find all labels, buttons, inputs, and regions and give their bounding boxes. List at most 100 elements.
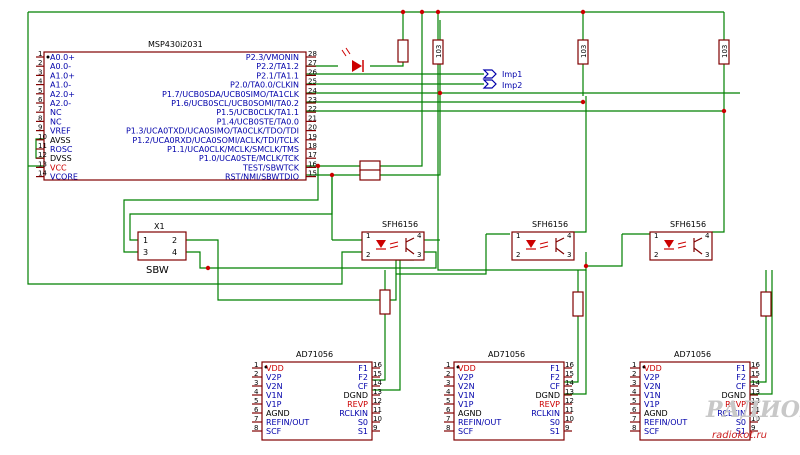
ad-pin-num: 7: [446, 415, 450, 423]
mcu-pin-label: A0.0+: [50, 53, 75, 62]
mcu-name: MSP430i2031: [148, 40, 203, 49]
ad-pin-num: 10: [373, 415, 382, 423]
opto-name: SFH6156: [532, 220, 568, 229]
ad-pin-num: 3: [446, 379, 450, 387]
ad-pin-num: 12: [751, 397, 760, 405]
ad-pin-num: 9: [751, 424, 755, 432]
ad-pin-label: DGND: [721, 391, 746, 400]
ad-pin-num: 5: [254, 397, 258, 405]
ad-pin-label: DGND: [535, 391, 560, 400]
svg-text:3: 3: [567, 251, 571, 259]
mcu-pin-label: A2.0-: [50, 99, 71, 108]
mcu-pin-num: 1: [38, 50, 42, 58]
ad-pin-label: SCF: [266, 427, 282, 436]
ad-pin-num: 7: [254, 415, 258, 423]
mcu-pin-label: A1.0-: [50, 81, 71, 90]
mcu-pin-label: P2.2/TA1.2: [256, 62, 299, 71]
ad-pin-num: 3: [632, 379, 636, 387]
ad-pin-num: 10: [565, 415, 574, 423]
ad-pin-num: 6: [632, 406, 637, 414]
ad-pin-label: REFIN/OUT: [644, 418, 687, 427]
ad-pin-num: 8: [632, 424, 636, 432]
wires: [27, 11, 773, 395]
mcu-pin-label: P2.0/TA0.0/CLKIN: [230, 81, 299, 90]
ad-pin-num: 15: [373, 370, 382, 378]
mcu-pin-num: 8: [38, 114, 42, 122]
svg-text:103: 103: [721, 45, 729, 58]
junctions: [205, 9, 727, 271]
mcu-pin-label: A1.0+: [50, 71, 75, 80]
ad-pin-num: 10: [751, 415, 760, 423]
ad-pin-num: 14: [565, 379, 574, 387]
ad-pin-num: 3: [254, 379, 258, 387]
svg-text:1: 1: [516, 232, 520, 240]
ad-pin-num: 16: [751, 361, 760, 369]
ad-pin-num: 8: [446, 424, 450, 432]
ad-pin-num: 9: [565, 424, 569, 432]
ad-pin-num: 1: [254, 361, 258, 369]
opto-name: SFH6156: [382, 220, 418, 229]
imp-ports: Imp1 Imp2: [482, 69, 522, 90]
ad-pin-label: RCLKIN: [531, 409, 560, 418]
ad71056-chips: AD71056 1 VDD 2 V2P 3 V2N 4 V1N 5 V1P 6 AGND 7 REFIN/O…: [252, 350, 760, 441]
mcu-pin-num: 9: [38, 124, 42, 132]
mcu-pin-label: RST/NMI/SBWTDIO: [225, 173, 299, 182]
ad-pin-label: SCF: [458, 427, 474, 436]
mcu-pin-label: P1.1/UCA0CLK/MCLK/SMCLK/TMS: [167, 145, 299, 154]
mcu-pin-num: 21: [308, 114, 317, 122]
ad-pin-num: 6: [254, 406, 259, 414]
ad-pin-label: S1: [736, 427, 746, 436]
imp1-label: Imp1: [502, 70, 522, 79]
mcu-pin-label: VCC: [50, 163, 67, 172]
ad-pin-label: REFIN/OUT: [458, 418, 501, 427]
ad-pin-label: REFIN/OUT: [266, 418, 309, 427]
mcu-pin-num: 19: [308, 133, 317, 141]
ad-pin-label: REVP: [347, 400, 368, 409]
ad-pin-num: 14: [373, 379, 382, 387]
ad-pin-label: VDD: [458, 364, 476, 373]
resistor-opto1: [379, 289, 391, 315]
ad-pin-label: S0: [550, 418, 560, 427]
ad-pin-num: 2: [254, 370, 258, 378]
svg-text:1: 1: [366, 232, 370, 240]
mcu-pin-label: ROSC: [50, 145, 73, 154]
mcu-pin-num: 17: [308, 151, 317, 159]
ad-pin-label: V2P: [644, 373, 660, 382]
ad-pin-num: 1: [632, 361, 636, 369]
connector-name: SBW: [146, 265, 169, 276]
ad-pin-num: 1: [446, 361, 450, 369]
ad-pin-label: CF: [550, 382, 561, 391]
ad-pin-label: V1N: [644, 391, 661, 400]
ad-pin-num: 11: [751, 406, 760, 414]
ad-pin-num: 6: [446, 406, 451, 414]
resistor-103-b: [577, 39, 589, 65]
mcu-pin-num: 23: [308, 96, 317, 104]
ad-pin-num: 9: [373, 424, 377, 432]
ad-pin-num: 5: [446, 397, 450, 405]
ad-pin-label: V1P: [266, 400, 282, 409]
ad-pin-label: F1: [736, 364, 746, 373]
ad-pin-num: 12: [565, 397, 574, 405]
ad-pin-num: 11: [565, 406, 574, 414]
svg-text:1: 1: [143, 236, 148, 245]
ad-pin-label: S1: [358, 427, 368, 436]
svg-text:3: 3: [417, 251, 421, 259]
ad71056-name: AD71056: [674, 350, 711, 359]
ad-pin-label: V2N: [458, 382, 475, 391]
mcu-pin-num: 12: [38, 151, 47, 159]
svg-text:3: 3: [143, 248, 148, 257]
ad-pin-num: 13: [373, 388, 382, 396]
mcu-pin-label: DVSS: [50, 154, 72, 163]
svg-text:2: 2: [366, 251, 370, 259]
svg-text:2: 2: [172, 236, 177, 245]
watermark-logo: РАДИОКОТ: [705, 397, 800, 423]
mcu-pin-label: P1.3/UCA0TXD/UCA0SIMO/TA0CLK/TDO/TDI: [126, 127, 299, 136]
mcu-pin-label: P1.2/UCA0RXD/UCA0SOMI/ACLK/TDI/TCLK: [132, 136, 299, 145]
ad-pin-label: V1P: [458, 400, 474, 409]
ad-pin-label: AGND: [458, 409, 482, 418]
ad-pin-num: 4: [632, 388, 637, 396]
